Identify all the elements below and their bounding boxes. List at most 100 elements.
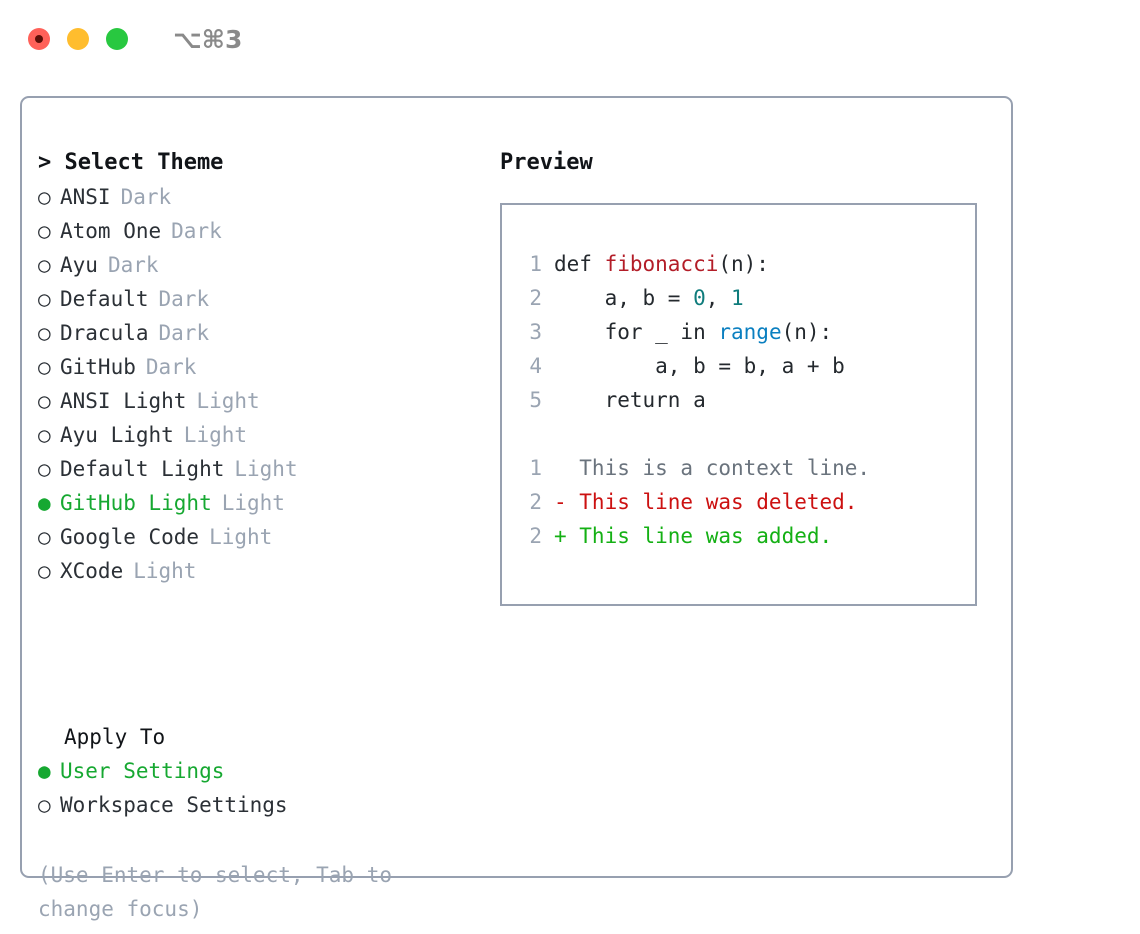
code-line: 3 for _ in range(n): — [514, 315, 975, 349]
code-token: a, b = b, a + b — [554, 354, 845, 378]
theme-option[interactable]: ○ XCode Light — [38, 554, 478, 588]
theme-option-name: Default — [60, 287, 149, 311]
diff-line-text: - This line was deleted. — [554, 490, 858, 514]
theme-option-kind: Light — [209, 525, 273, 549]
keyboard-shortcut-label: ⌥⌘3 — [173, 24, 243, 54]
keyboard-hint-text: (Use Enter to select, Tab to change focu… — [38, 863, 393, 921]
radio-unselected-icon: ○ — [38, 457, 51, 481]
traffic-light-buttons — [28, 28, 128, 50]
title-bar: ⌥⌘3 — [0, 0, 1140, 78]
apply-to-group: Apply To ● User Settings ○Workspace Settin… — [38, 720, 478, 822]
code-line: 4 a, b = b, a + b — [514, 349, 975, 383]
code-line-number: 5 — [529, 388, 542, 412]
diff-line-number: 1 — [529, 456, 542, 480]
code-line-text: a, b = b, a + b — [554, 349, 845, 383]
code-token: 0 — [693, 286, 706, 310]
radio-unselected-icon: ○ — [38, 559, 51, 583]
radio-unselected-icon: ○ — [38, 423, 51, 447]
code-line-number: 3 — [529, 320, 542, 344]
minimize-button[interactable] — [67, 28, 89, 50]
select-theme-header: > Select Theme — [38, 150, 224, 175]
theme-option[interactable]: ○ ANSI Dark — [38, 180, 478, 214]
theme-option-kind: Light — [196, 389, 260, 413]
code-line-text: return a — [554, 383, 706, 417]
code-token: (n): — [781, 320, 833, 344]
code-line: 1 def fibonacci(n): — [514, 247, 975, 281]
code-line: 5 return a — [514, 383, 975, 417]
radio-selected-icon: ● — [38, 759, 51, 783]
theme-option[interactable]: ○ Dracula Dark — [38, 316, 478, 350]
code-line-number: 1 — [529, 252, 542, 276]
theme-option-kind: Dark — [107, 253, 159, 277]
theme-option[interactable]: ○ GitHub Dark — [38, 350, 478, 384]
apply-to-options: ● User Settings ○Workspace Settings — [38, 754, 478, 822]
code-token: 1 — [731, 286, 744, 310]
theme-option-kind: Dark — [158, 321, 210, 345]
code-token: a, b = — [554, 286, 694, 310]
code-line-text: a, b = 0, 1 — [554, 281, 744, 315]
code-token: def — [554, 252, 605, 276]
code-line-text: for _ in range(n): — [554, 315, 833, 349]
theme-option[interactable]: ○ Ayu Dark — [38, 248, 478, 282]
theme-option-name: XCode — [60, 559, 124, 583]
apply-to-option[interactable]: ● User Settings — [38, 754, 478, 788]
radio-unselected-icon: ○ — [38, 355, 51, 379]
theme-option-name: ANSI Light — [60, 389, 187, 413]
theme-option[interactable]: ○ Default Dark — [38, 282, 478, 316]
code-token: return a — [554, 388, 706, 412]
radio-unselected-icon: ○ — [38, 253, 51, 277]
code-diff-spacer — [514, 417, 975, 451]
diff-sample: 1 This is a context line. 2 - This line wa… — [514, 451, 975, 553]
radio-selected-icon: ● — [38, 491, 51, 515]
radio-unselected-icon: ○ — [38, 287, 51, 311]
theme-option[interactable]: ○ Google Code Light — [38, 520, 478, 554]
preview-title: Preview — [500, 150, 593, 175]
code-token: fibonacci — [604, 252, 719, 276]
close-button[interactable] — [28, 28, 50, 50]
apply-to-option[interactable]: ○Workspace Settings — [38, 788, 478, 822]
apply-to-label: Apply To — [64, 725, 166, 749]
theme-option-name: ANSI — [60, 185, 111, 209]
radio-unselected-icon: ○ — [38, 321, 51, 345]
code-line: 2 a, b = 0, 1 — [514, 281, 975, 315]
theme-option-name: GitHub — [60, 355, 136, 379]
radio-unselected-icon: ○ — [38, 389, 51, 413]
zoom-button[interactable] — [106, 28, 128, 50]
diff-line-number: 2 — [529, 490, 542, 514]
theme-option[interactable]: ○ ANSI Light Light — [38, 384, 478, 418]
diff-line: 2+ This line was added. — [514, 519, 975, 553]
diff-line-text: This is a context line. — [554, 456, 871, 480]
diff-line: 1 This is a context line. — [514, 451, 975, 485]
diff-line: 2 - This line was deleted. — [514, 485, 975, 519]
code-token: for _ in — [554, 320, 719, 344]
code-line-text: def fibonacci(n): — [554, 247, 769, 281]
code-token: range — [718, 320, 782, 344]
radio-unselected-icon: ○ — [38, 185, 51, 209]
apply-to-option-name: User Settings — [60, 759, 225, 783]
radio-unselected-icon: ○ — [38, 525, 51, 549]
theme-option-kind: Dark — [145, 355, 197, 379]
theme-option-kind: Dark — [158, 287, 210, 311]
theme-option-name: Atom One — [60, 219, 162, 243]
theme-option-name: Dracula — [60, 321, 149, 345]
code-line-number: 4 — [529, 354, 542, 378]
theme-option-kind: Dark — [120, 185, 172, 209]
theme-option-name: Ayu — [60, 253, 98, 277]
diff-line-number: 2 — [529, 524, 542, 548]
theme-option-kind: Light — [183, 423, 248, 447]
radio-unselected-icon: ○ — [38, 793, 51, 817]
theme-option-name: Google Code — [60, 525, 200, 549]
theme-option-kind: Light — [234, 457, 298, 481]
code-token: (n): — [718, 252, 769, 276]
theme-option-kind: Light — [133, 559, 197, 583]
theme-option-kind: Dark — [171, 219, 222, 243]
